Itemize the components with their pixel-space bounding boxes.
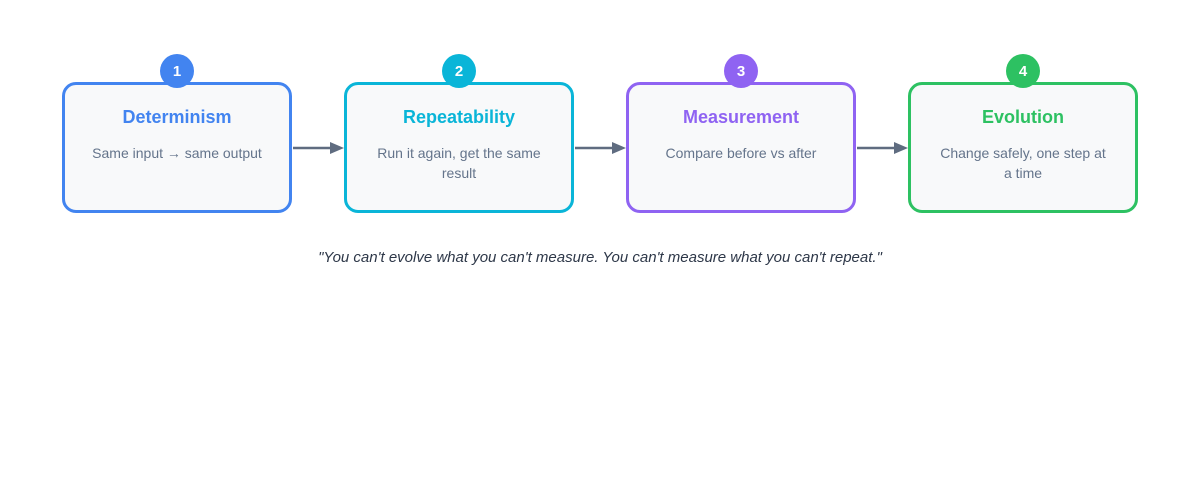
step-card-measurement: 3 Measurement Compare before vs after — [626, 54, 856, 213]
step-title: Evolution — [982, 107, 1064, 127]
step-number-badge: 3 — [724, 54, 758, 88]
arrow-right-icon — [293, 141, 344, 154]
step-number-badge: 4 — [1006, 54, 1040, 88]
step-description: Change safely, one step at a time — [940, 145, 1106, 181]
step-title: Repeatability — [402, 107, 516, 127]
step-description: Compare before vs after — [665, 145, 817, 161]
arrow-right-icon — [575, 141, 626, 154]
step-title: Measurement — [682, 107, 800, 127]
step-card-evolution: 4 Evolution Change safely, one step at a… — [908, 54, 1138, 213]
quote-text: "You can't evolve what you can't measure… — [318, 249, 882, 266]
step-card-repeatability: 2 Repeatability Run it again, get the sa… — [344, 54, 574, 213]
step-description: Run it again, get the same result — [377, 145, 541, 181]
step-number-badge: 2 — [442, 54, 476, 88]
step-title: Determinism — [122, 107, 232, 127]
step-card-determinism: 1 Determinism Same input → same output — [62, 54, 292, 213]
step-number-badge: 1 — [160, 54, 194, 88]
step-description: Same input → same output — [92, 145, 262, 161]
process-flow: 1 Determinism Same input → same output 2… — [0, 0, 1200, 213]
arrow-right-icon — [857, 141, 908, 154]
